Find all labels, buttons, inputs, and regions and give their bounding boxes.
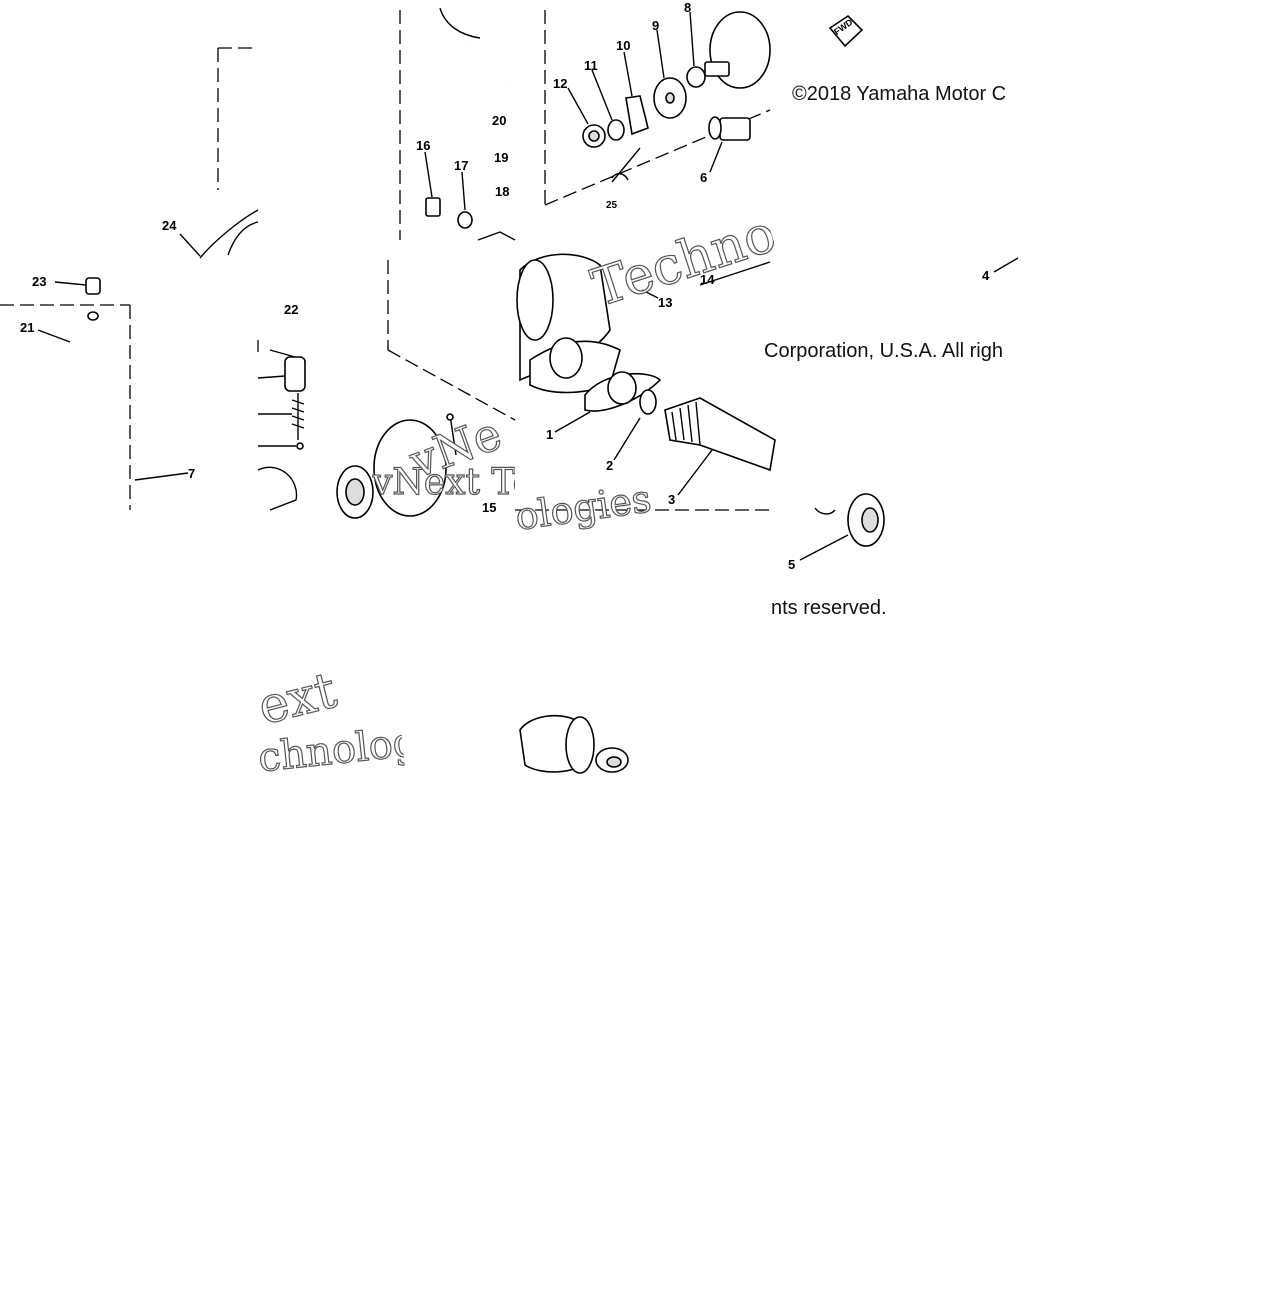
callout-4: 4	[982, 268, 990, 283]
callout-16: 16	[416, 138, 431, 153]
callout-10: 10	[616, 38, 631, 53]
callout-14: 14	[700, 272, 715, 287]
callout-17: 17	[454, 158, 469, 173]
copyright-line-1: ©2018 Yamaha Motor C	[792, 83, 1007, 105]
callout-21: 21	[20, 320, 35, 335]
callout-8: 8	[684, 0, 692, 15]
tile-worm-shaft	[515, 253, 776, 511]
tile-pump-body	[257, 7, 516, 519]
nut-23-shape	[85, 277, 101, 295]
callout-5: 5	[788, 557, 796, 572]
callout-20: 20	[492, 113, 507, 128]
callout-6: 6	[700, 170, 708, 185]
callout-15: 15	[482, 500, 497, 515]
copyright-line-3: nts reserved.	[771, 597, 887, 619]
tile-right	[799, 257, 1019, 561]
callout-11: 11	[584, 58, 598, 73]
callout-3: 3	[668, 492, 676, 507]
tile-pump-cover	[544, 10, 864, 206]
callout-24: 24	[162, 218, 177, 233]
callout-12: 12	[553, 76, 568, 91]
tile-hose	[0, 47, 259, 510]
callout-23: 23	[32, 274, 47, 289]
callout-25: 25	[606, 200, 618, 211]
callout-22: 22	[284, 302, 299, 317]
copyright-line-2: Corporation, U.S.A. All righ	[764, 340, 1003, 362]
callout-7: 7	[188, 466, 196, 481]
callout-18: 18	[495, 184, 510, 199]
tile-bottom	[519, 714, 629, 774]
fwd-badge-shape	[828, 14, 864, 48]
callout-9: 9	[652, 18, 660, 33]
callout-19: 19	[494, 150, 509, 165]
watermark-fragment-2: vNext Te	[372, 462, 515, 503]
callout-2: 2	[606, 458, 614, 473]
callout-13: 13	[658, 295, 673, 310]
callout-1: 1	[546, 427, 554, 442]
